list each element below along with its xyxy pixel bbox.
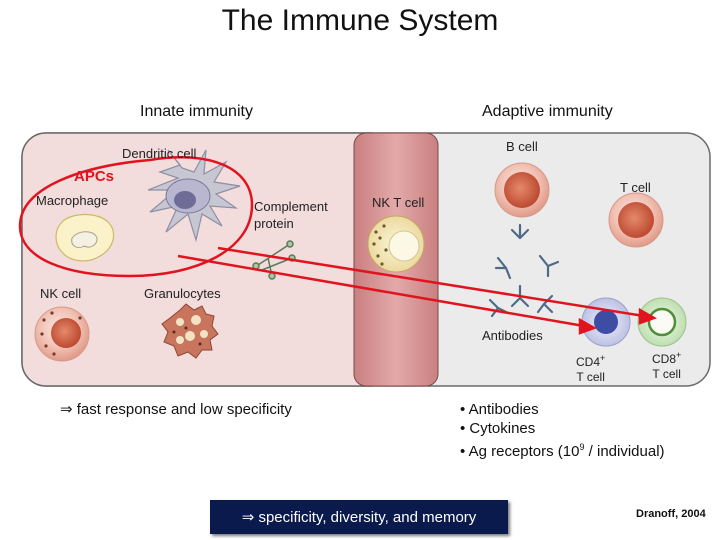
nk-cell-icon bbox=[34, 306, 90, 362]
antigen-presentation-arrows bbox=[177, 246, 657, 335]
b-cell-icon bbox=[494, 162, 550, 218]
ag-receptors-exponent: 9 bbox=[579, 442, 585, 452]
adaptive-summary: ⇒ specificity, diversity, and memory bbox=[241, 509, 477, 526]
nk-cell-label: NK cell bbox=[40, 286, 82, 301]
t-cell-label: T cell bbox=[620, 180, 651, 195]
complement-protein-label-2: protein bbox=[254, 216, 294, 231]
page-title: The Immune System bbox=[221, 4, 499, 37]
macrophage-label: Macrophage bbox=[36, 193, 109, 208]
innate-immunity-header: Innate immunity bbox=[140, 103, 253, 120]
cd4-sub: T cell bbox=[576, 370, 605, 384]
cd8-sup: + bbox=[676, 350, 682, 360]
cd8-sub: T cell bbox=[652, 367, 681, 381]
cd8-t-cell-label: CD8+ T cell bbox=[652, 348, 681, 382]
adaptive-immunity-header: Adaptive immunity bbox=[482, 103, 613, 120]
cd4-text: CD4 bbox=[576, 355, 601, 369]
t-cell-icon bbox=[608, 192, 664, 248]
innate-summary: ⇒ fast response and low specificity bbox=[60, 401, 292, 418]
cd4-t-cell-label: CD4+ T cell bbox=[576, 351, 605, 385]
macrophage-icon bbox=[55, 213, 115, 262]
apcs-circle bbox=[18, 156, 254, 278]
ag-receptors-suffix: / individual) bbox=[584, 443, 665, 460]
granulocyte-icon bbox=[161, 303, 219, 359]
apcs-label: APCs bbox=[74, 168, 115, 185]
antibodies-label: Antibodies bbox=[482, 328, 543, 343]
bullet-ag-receptors: • Ag receptors (109 / individual) bbox=[460, 438, 665, 461]
cd4-t-cell-icon bbox=[581, 297, 631, 347]
cd4-sup: + bbox=[600, 353, 606, 363]
dendritic-cell-label: Dendritic cell bbox=[122, 146, 197, 161]
complement-protein-icon bbox=[252, 240, 296, 280]
bullet-cytokines: • Cytokines bbox=[460, 420, 536, 437]
complement-protein-label-1: Complement bbox=[254, 199, 328, 214]
bullet-antibodies: • Antibodies bbox=[460, 401, 539, 418]
source-credit: Dranoff, 2004 bbox=[636, 508, 706, 520]
granulocytes-label: Granulocytes bbox=[144, 286, 221, 301]
adaptive-summary-box: ⇒ specificity, diversity, and memory bbox=[210, 500, 508, 534]
nk-t-cell-icon bbox=[367, 215, 425, 273]
b-cell-label: B cell bbox=[506, 139, 538, 154]
adaptive-bullets: • Antibodies • Cytokines • Ag receptors … bbox=[460, 400, 665, 461]
nk-t-cell-label: NK T cell bbox=[372, 195, 425, 210]
ag-receptors-text: • Ag receptors (10 bbox=[460, 443, 580, 460]
cd8-t-cell-icon bbox=[637, 297, 687, 347]
cd8-text: CD8 bbox=[652, 352, 677, 366]
